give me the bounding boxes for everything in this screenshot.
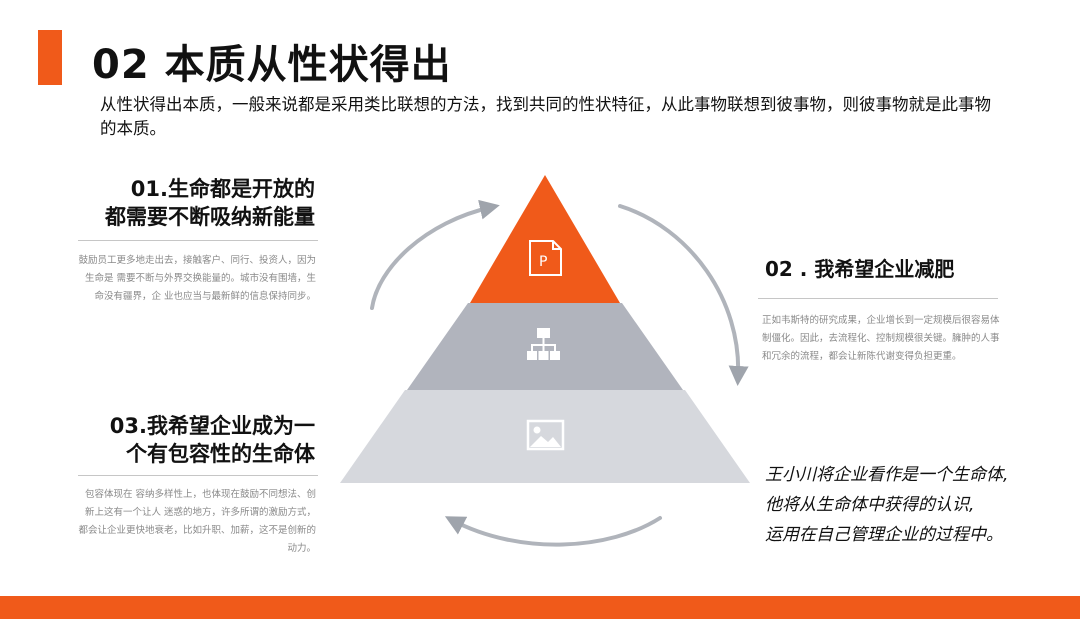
bottom-accent-bar [0,596,1080,619]
page-title: 02 本质从性状得出 [92,42,452,88]
point-1-heading-line2: 都需要不断吸纳新能量 [105,205,315,229]
pyramid-middle [407,303,683,390]
point-1-heading-line1: 01.生命都是开放的 [130,177,315,201]
point-3-heading-line1: 03.我希望企业成为一 [109,414,315,438]
point-3-divider [78,475,318,476]
point-2-body: 正如韦斯特的研究成果，企业增长到一定规模后很容易体制僵化。因此，去流程化、控制规… [762,315,1000,362]
point-1-body: 鼓励员工更多地走出去，接触客户、同行、投资人，因为生命是 需要不断与外界交换能量… [78,255,316,302]
point-3-heading: 03.我希望企业成为一 个有包容性的生命体 [55,412,315,468]
cycle-arrow-bottom [444,516,662,547]
title-accent-bar [38,30,62,85]
summary-quote: 王小川将企业看作是一个生命体, 他将从生命体中获得的认识, 运用在自己管理企业的… [765,460,1008,550]
svg-text:P: P [539,254,547,270]
quote-line-1: 王小川将企业看作是一个生命体, [765,465,1009,485]
intro-text: 从性状得出本质，一般来说都是采用类比联想的方法，找到共同的性状特征，从此事物联想… [100,95,991,138]
image-icon [526,419,565,451]
point-2-heading: 02 . 我希望企业减肥 [765,257,955,281]
cycle-arrow-top-left [370,199,500,310]
point-1-divider [78,240,318,241]
pyramid-bottom [340,390,750,483]
quote-line-3: 运用在自己管理企业的过程中。 [765,525,1003,545]
cycle-arrow-right [618,204,749,386]
point-1-heading: 01.生命都是开放的 都需要不断吸纳新能量 [55,175,315,231]
pyramid-top [470,175,620,303]
point-3-body: 包容体现在 容纳多样性上，也体现在鼓励不同想法、创新上这有一个让人 迷惑的地方，… [78,489,316,554]
quote-line-2: 他将从生命体中获得的认识, [765,495,975,515]
point-3-heading-line2: 个有包容性的生命体 [126,442,315,466]
org-chart-icon [527,328,560,360]
presentation-file-icon: P [529,240,562,276]
point-2-divider [758,298,998,299]
